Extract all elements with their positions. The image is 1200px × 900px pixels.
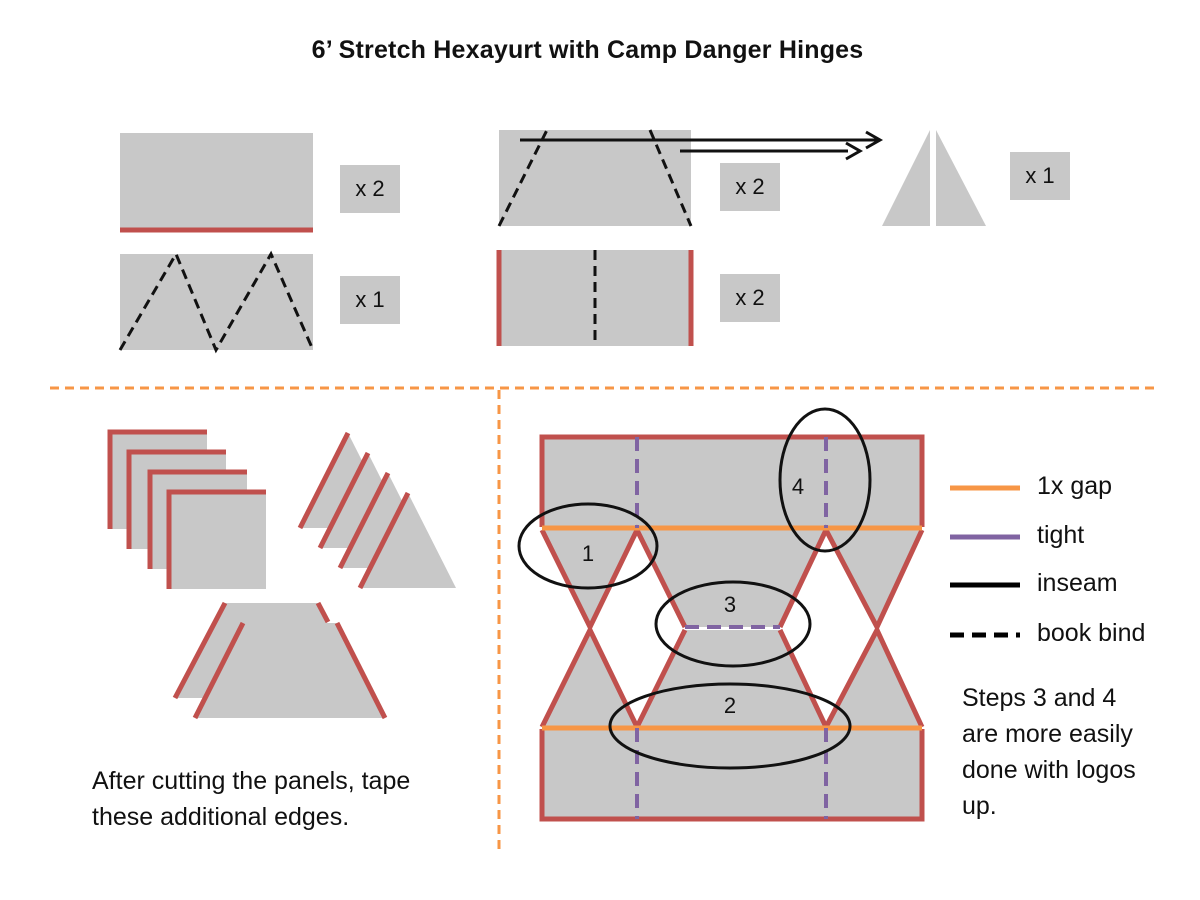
legend-bookbind-label: book bind — [1037, 619, 1146, 647]
step-number-2: 2 — [723, 693, 737, 718]
taped-square-stack — [107, 429, 266, 589]
qty-rect-taped: x 2 — [340, 165, 400, 213]
taped-trapezoid-pair — [172, 601, 388, 720]
step-number-4: 4 — [791, 474, 805, 499]
cutting-note: After cutting the panels, tape these add… — [92, 767, 411, 831]
qty-trapezoid: x 2 — [720, 163, 780, 211]
taped-triangle-stack — [297, 431, 456, 590]
step-4-circle — [778, 407, 872, 553]
triangle-halves — [882, 130, 986, 226]
qty-triangle-halves: x 1 — [1010, 152, 1070, 200]
panel-zigzag — [118, 250, 315, 354]
panel-rect-taped — [120, 133, 313, 233]
assembly-panels — [542, 437, 922, 819]
legend-inseam-label: inseam — [1037, 569, 1118, 597]
page-title: 6’ Stretch Hexayurt with Camp Danger Hin… — [311, 36, 864, 64]
qty-rect-split: x 2 — [720, 274, 780, 322]
step-number-3: 3 — [723, 592, 737, 617]
panel-trapezoid-cut — [497, 129, 693, 227]
assembly-tape-edges — [539, 434, 925, 822]
assembly-tight-seams — [635, 437, 828, 819]
cut-arrows — [520, 130, 884, 161]
legend-swatches — [950, 485, 1020, 638]
legend-tight-label: tight — [1037, 521, 1085, 549]
step-number-1: 1 — [581, 541, 595, 566]
legend-gap-label: 1x gap — [1037, 472, 1113, 500]
steps-note: Steps 3 and 4 are more easily done with … — [962, 684, 1136, 820]
step-3-circle — [654, 580, 812, 668]
qty-zigzag: x 1 — [340, 276, 400, 324]
step-1-circle — [517, 502, 659, 590]
step-2-circle — [608, 682, 852, 770]
step-circles — [517, 407, 872, 770]
panel-rect-split — [496, 250, 694, 346]
